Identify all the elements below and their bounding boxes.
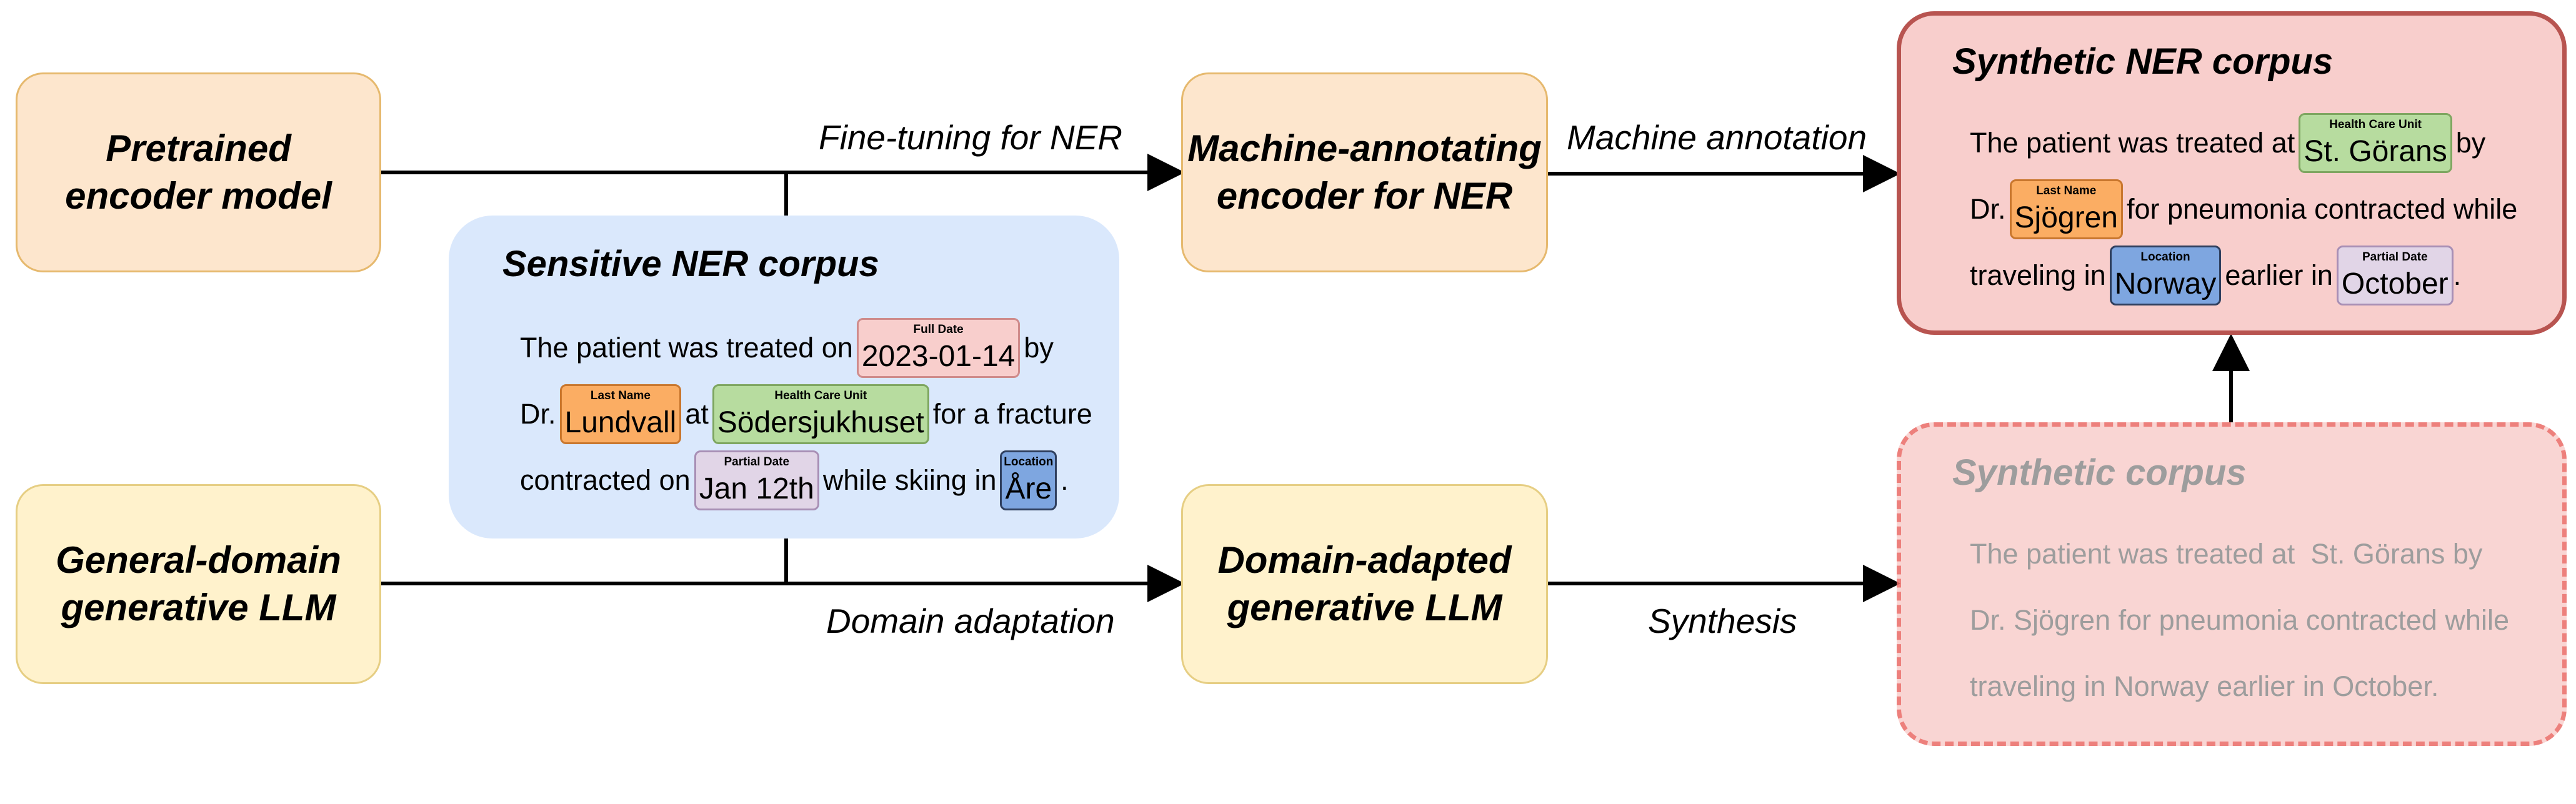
- synthetic-ner-line-2: Dr. Last Name Sjögren for pneumonia cont…: [1970, 177, 2517, 242]
- entity-text: 2023-01-14: [861, 340, 1016, 373]
- synthetic-text: by: [2455, 127, 2486, 159]
- sensitive-corpus-title: Sensitive NER corpus: [502, 244, 879, 284]
- synthetic-corpus-line-1: The patient was treated at St. Görans by: [1970, 538, 2483, 570]
- sensitive-text: .: [1061, 464, 1069, 496]
- sensitive-text: at: [685, 398, 709, 430]
- location-entity: Location Åre: [1000, 450, 1057, 510]
- synthetic-text: The patient was treated at: [1970, 127, 2295, 159]
- full-date-entity: Full Date 2023-01-14: [856, 318, 1021, 378]
- sensitive-ner-corpus: Sensitive NER corpus The patient was tre…: [449, 216, 1119, 538]
- entity-text: Sjögren: [2014, 201, 2118, 234]
- last-name-entity: Last Name Sjögren: [2009, 179, 2123, 239]
- entity-text: Norway: [2114, 267, 2217, 300]
- entity-tag: Full Date: [913, 323, 964, 336]
- entity-tag: Location: [1004, 455, 1054, 469]
- entity-tag: Partial Date: [2362, 251, 2428, 264]
- entity-text: Åre: [1005, 472, 1052, 505]
- sensitive-line-2: Dr. Last Name Lundvall at Health Care Un…: [520, 382, 1092, 447]
- synthetic-corpus: Synthetic corpus The patient was treated…: [1897, 422, 2567, 746]
- general-llm-node: General-domain generative LLM: [16, 484, 381, 684]
- synthetic-text: for pneumonia contracted while: [2126, 193, 2518, 225]
- pretrained-encoder-node: Pretrained encoder model: [16, 72, 381, 272]
- synthesis-label: Synthesis: [1648, 602, 1797, 640]
- entity-text: Jan 12th: [699, 472, 814, 505]
- synthetic-text: earlier in: [2225, 259, 2333, 291]
- synthetic-ner-corpus: Synthetic NER corpus The patient was tre…: [1897, 11, 2567, 335]
- entity-tag: Location: [2140, 251, 2190, 264]
- entity-text: St. Görans: [2304, 135, 2447, 168]
- domain-adaptation-label: Domain adaptation: [826, 602, 1115, 640]
- location-entity: Location Norway: [2109, 246, 2222, 305]
- sensitive-text: Dr.: [520, 398, 556, 430]
- synthetic-ner-line-3: traveling in Location Norway earlier in …: [1970, 243, 2461, 308]
- sensitive-text: by: [1024, 332, 1054, 364]
- sensitive-text: while skiing in: [822, 464, 997, 496]
- last-name-entity: Last Name Lundvall: [559, 384, 682, 444]
- health-care-unit-entity: Health Care Unit Södersjukhuset: [712, 384, 929, 444]
- entity-text: October: [2341, 267, 2449, 300]
- entity-tag: Partial Date: [724, 455, 790, 469]
- fine-tuning-label: Fine-tuning for NER: [819, 118, 1123, 157]
- synthetic-ner-line-1: The patient was treated at Health Care U…: [1970, 111, 2485, 176]
- machine-annotation-label: Machine annotation: [1567, 118, 1867, 157]
- partial-date-entity: Partial Date October: [2336, 246, 2454, 305]
- sensitive-text: contracted on: [520, 464, 691, 496]
- sensitive-text: for a fracture: [932, 398, 1092, 430]
- synthetic-text: traveling in: [1970, 259, 2106, 291]
- synthetic-text: .: [2453, 259, 2462, 291]
- sensitive-line-3: contracted on Partial Date Jan 12th whil…: [520, 448, 1069, 513]
- entity-text: Lundvall: [564, 406, 677, 439]
- machine-annotating-encoder-node: Machine-annotating encoder for NER: [1181, 72, 1548, 272]
- synthetic-corpus-line-2: Dr. Sjögren for pneumonia contracted whi…: [1970, 604, 2509, 636]
- synthetic-ner-corpus-title: Synthetic NER corpus: [1952, 41, 2334, 82]
- entity-tag: Last Name: [2036, 184, 2097, 197]
- entity-text: Södersjukhuset: [717, 406, 924, 439]
- entity-tag: Health Care Unit: [774, 389, 867, 402]
- synthetic-corpus-title: Synthetic corpus: [1952, 452, 2247, 493]
- synthetic-text: Dr.: [1970, 193, 2006, 225]
- entity-tag: Health Care Unit: [2329, 118, 2422, 131]
- sensitive-text: The patient was treated on: [520, 332, 853, 364]
- partial-date-entity: Partial Date Jan 12th: [694, 450, 819, 510]
- health-care-unit-entity: Health Care Unit St. Görans: [2299, 113, 2452, 173]
- synthetic-corpus-line-3: traveling in Norway earlier in October.: [1970, 670, 2439, 702]
- sensitive-line-1: The patient was treated on Full Date 202…: [520, 315, 1054, 380]
- entity-tag: Last Name: [590, 389, 651, 402]
- domain-adapted-llm-node: Domain-adapted generative LLM: [1181, 484, 1548, 684]
